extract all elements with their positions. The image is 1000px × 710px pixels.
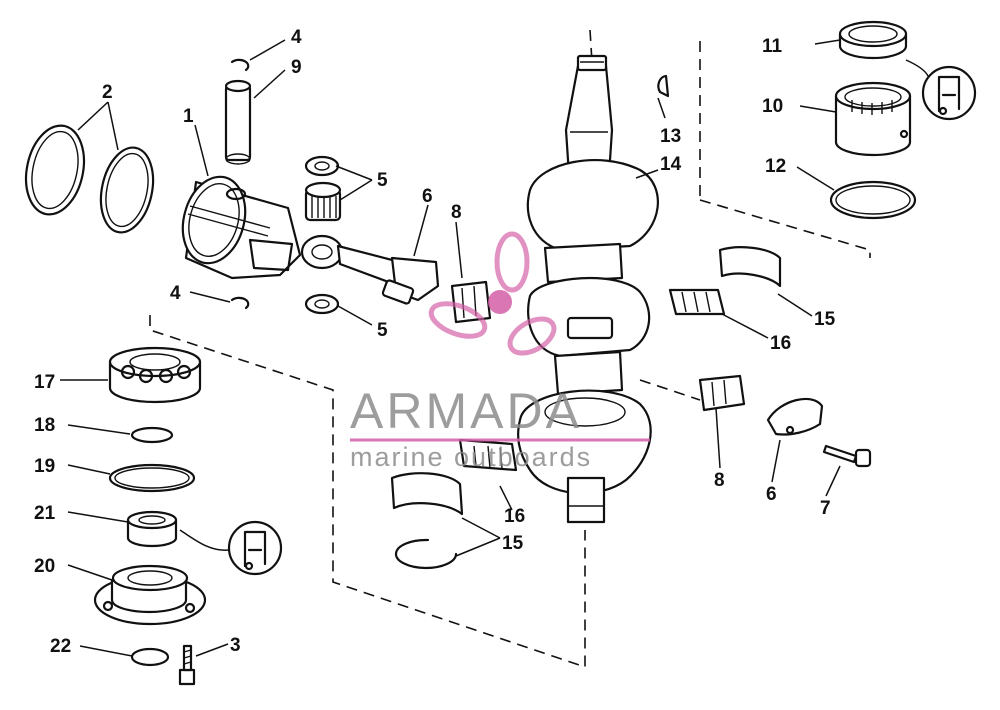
callout-label: 14 [660, 154, 682, 175]
retaining-ring-18 [130, 426, 174, 444]
callout-label: 3 [230, 635, 241, 656]
rod-cap-6 [766, 397, 824, 436]
ball-bearing [108, 346, 202, 404]
callout-label: 10 [762, 96, 783, 117]
propeller-logo-icon [428, 231, 557, 356]
callout-label: 1 [183, 106, 194, 127]
watermark-title: ARMADA [350, 383, 582, 439]
callout-label: 6 [422, 186, 433, 207]
piston-pin [224, 79, 252, 165]
needle-bearing-8-left [450, 280, 492, 324]
callout-label: 15 [814, 309, 836, 330]
callout-label: 20 [34, 556, 55, 577]
woodruff-key [657, 74, 670, 98]
screw-3 [178, 644, 196, 686]
needle-bearing-small [304, 181, 342, 222]
callout-label: 5 [377, 320, 388, 341]
retaining-ring-top [230, 58, 250, 72]
callout-label: 22 [50, 636, 71, 657]
callout-label: 16 [504, 506, 525, 527]
watermark: ARMADA marine outboards [350, 231, 650, 472]
callout-label: 13 [660, 126, 681, 147]
callout-label: 8 [451, 202, 462, 223]
grease-point-icon [179, 520, 283, 576]
o-ring-12 [829, 180, 917, 220]
bearing-cage-16-upper [668, 288, 726, 316]
bearing-housing [93, 564, 207, 626]
o-ring-22 [130, 647, 170, 667]
bearing-liner-15-upper [718, 246, 782, 288]
crankshaft [517, 54, 659, 524]
callout-label: 7 [820, 498, 831, 519]
grease-point-icon [905, 59, 977, 121]
bearing-race-11 [838, 20, 908, 60]
callout-label: 9 [291, 57, 302, 78]
callout-label: 6 [766, 484, 777, 505]
thrust-washer-top [304, 155, 340, 177]
callout-label: 19 [34, 456, 55, 477]
retaining-ring-15-lower [394, 538, 458, 570]
callout-label: 11 [762, 36, 783, 57]
needle-bearing-8-right [698, 374, 746, 412]
callout-label: 16 [770, 333, 791, 354]
bearing-liner-15-lower [390, 472, 464, 516]
piston [181, 175, 302, 280]
callout-label: 4 [170, 283, 181, 304]
oil-seal [126, 510, 178, 548]
callout-label: 2 [102, 82, 113, 103]
callout-label: 17 [34, 372, 55, 393]
connecting-rod [300, 234, 440, 305]
thrust-washer-bottom [304, 293, 340, 315]
callout-labels: 2 1 3 4 4 5 5 6 6 7 8 8 9 10 11 12 13 14… [34, 27, 836, 657]
callout-label: 21 [34, 503, 56, 524]
watermark-subtitle: marine outboards [350, 442, 592, 472]
callout-label: 5 [377, 170, 388, 191]
bearing-cage-16-lower [458, 438, 518, 472]
callout-label: 15 [502, 533, 524, 554]
callout-label: 18 [34, 415, 55, 436]
o-ring-19 [108, 463, 196, 493]
needle-bearing-10 [834, 81, 912, 157]
callout-label: 12 [765, 156, 786, 177]
piston-rings [24, 124, 155, 234]
callout-label: 8 [714, 470, 725, 491]
callout-label: 4 [291, 27, 302, 48]
leader-lines [60, 39, 841, 657]
retaining-ring-bottom [230, 296, 250, 310]
rod-bolt-7 [822, 444, 872, 468]
